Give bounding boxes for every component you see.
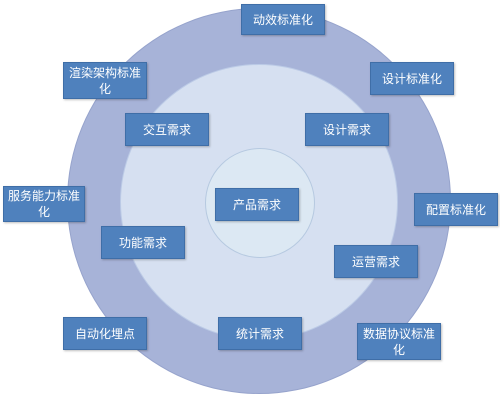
function-requirements-box: 功能需求: [101, 226, 185, 259]
center-product-requirements-box: 产品需求: [215, 188, 299, 221]
configuration-standardization-box: 配置标准化: [414, 193, 498, 226]
statistics-requirements-box: 统计需求: [218, 317, 302, 350]
rendering-architecture-standardization-box: 渲染架构标准化: [63, 62, 147, 99]
animation-standardization-box: 动效标准化: [241, 4, 325, 35]
operation-requirements-box: 运营需求: [334, 245, 418, 278]
data-protocol-standardization-box: 数据协议标准化: [357, 323, 441, 360]
design-standardization-box: 设计标准化: [370, 62, 454, 95]
service-capability-standardization-box: 服务能力标准化: [3, 186, 85, 222]
design-requirements-box: 设计需求: [305, 113, 389, 146]
interaction-requirements-box: 交互需求: [125, 113, 209, 146]
automated-tracking-box: 自动化埋点: [63, 317, 147, 350]
